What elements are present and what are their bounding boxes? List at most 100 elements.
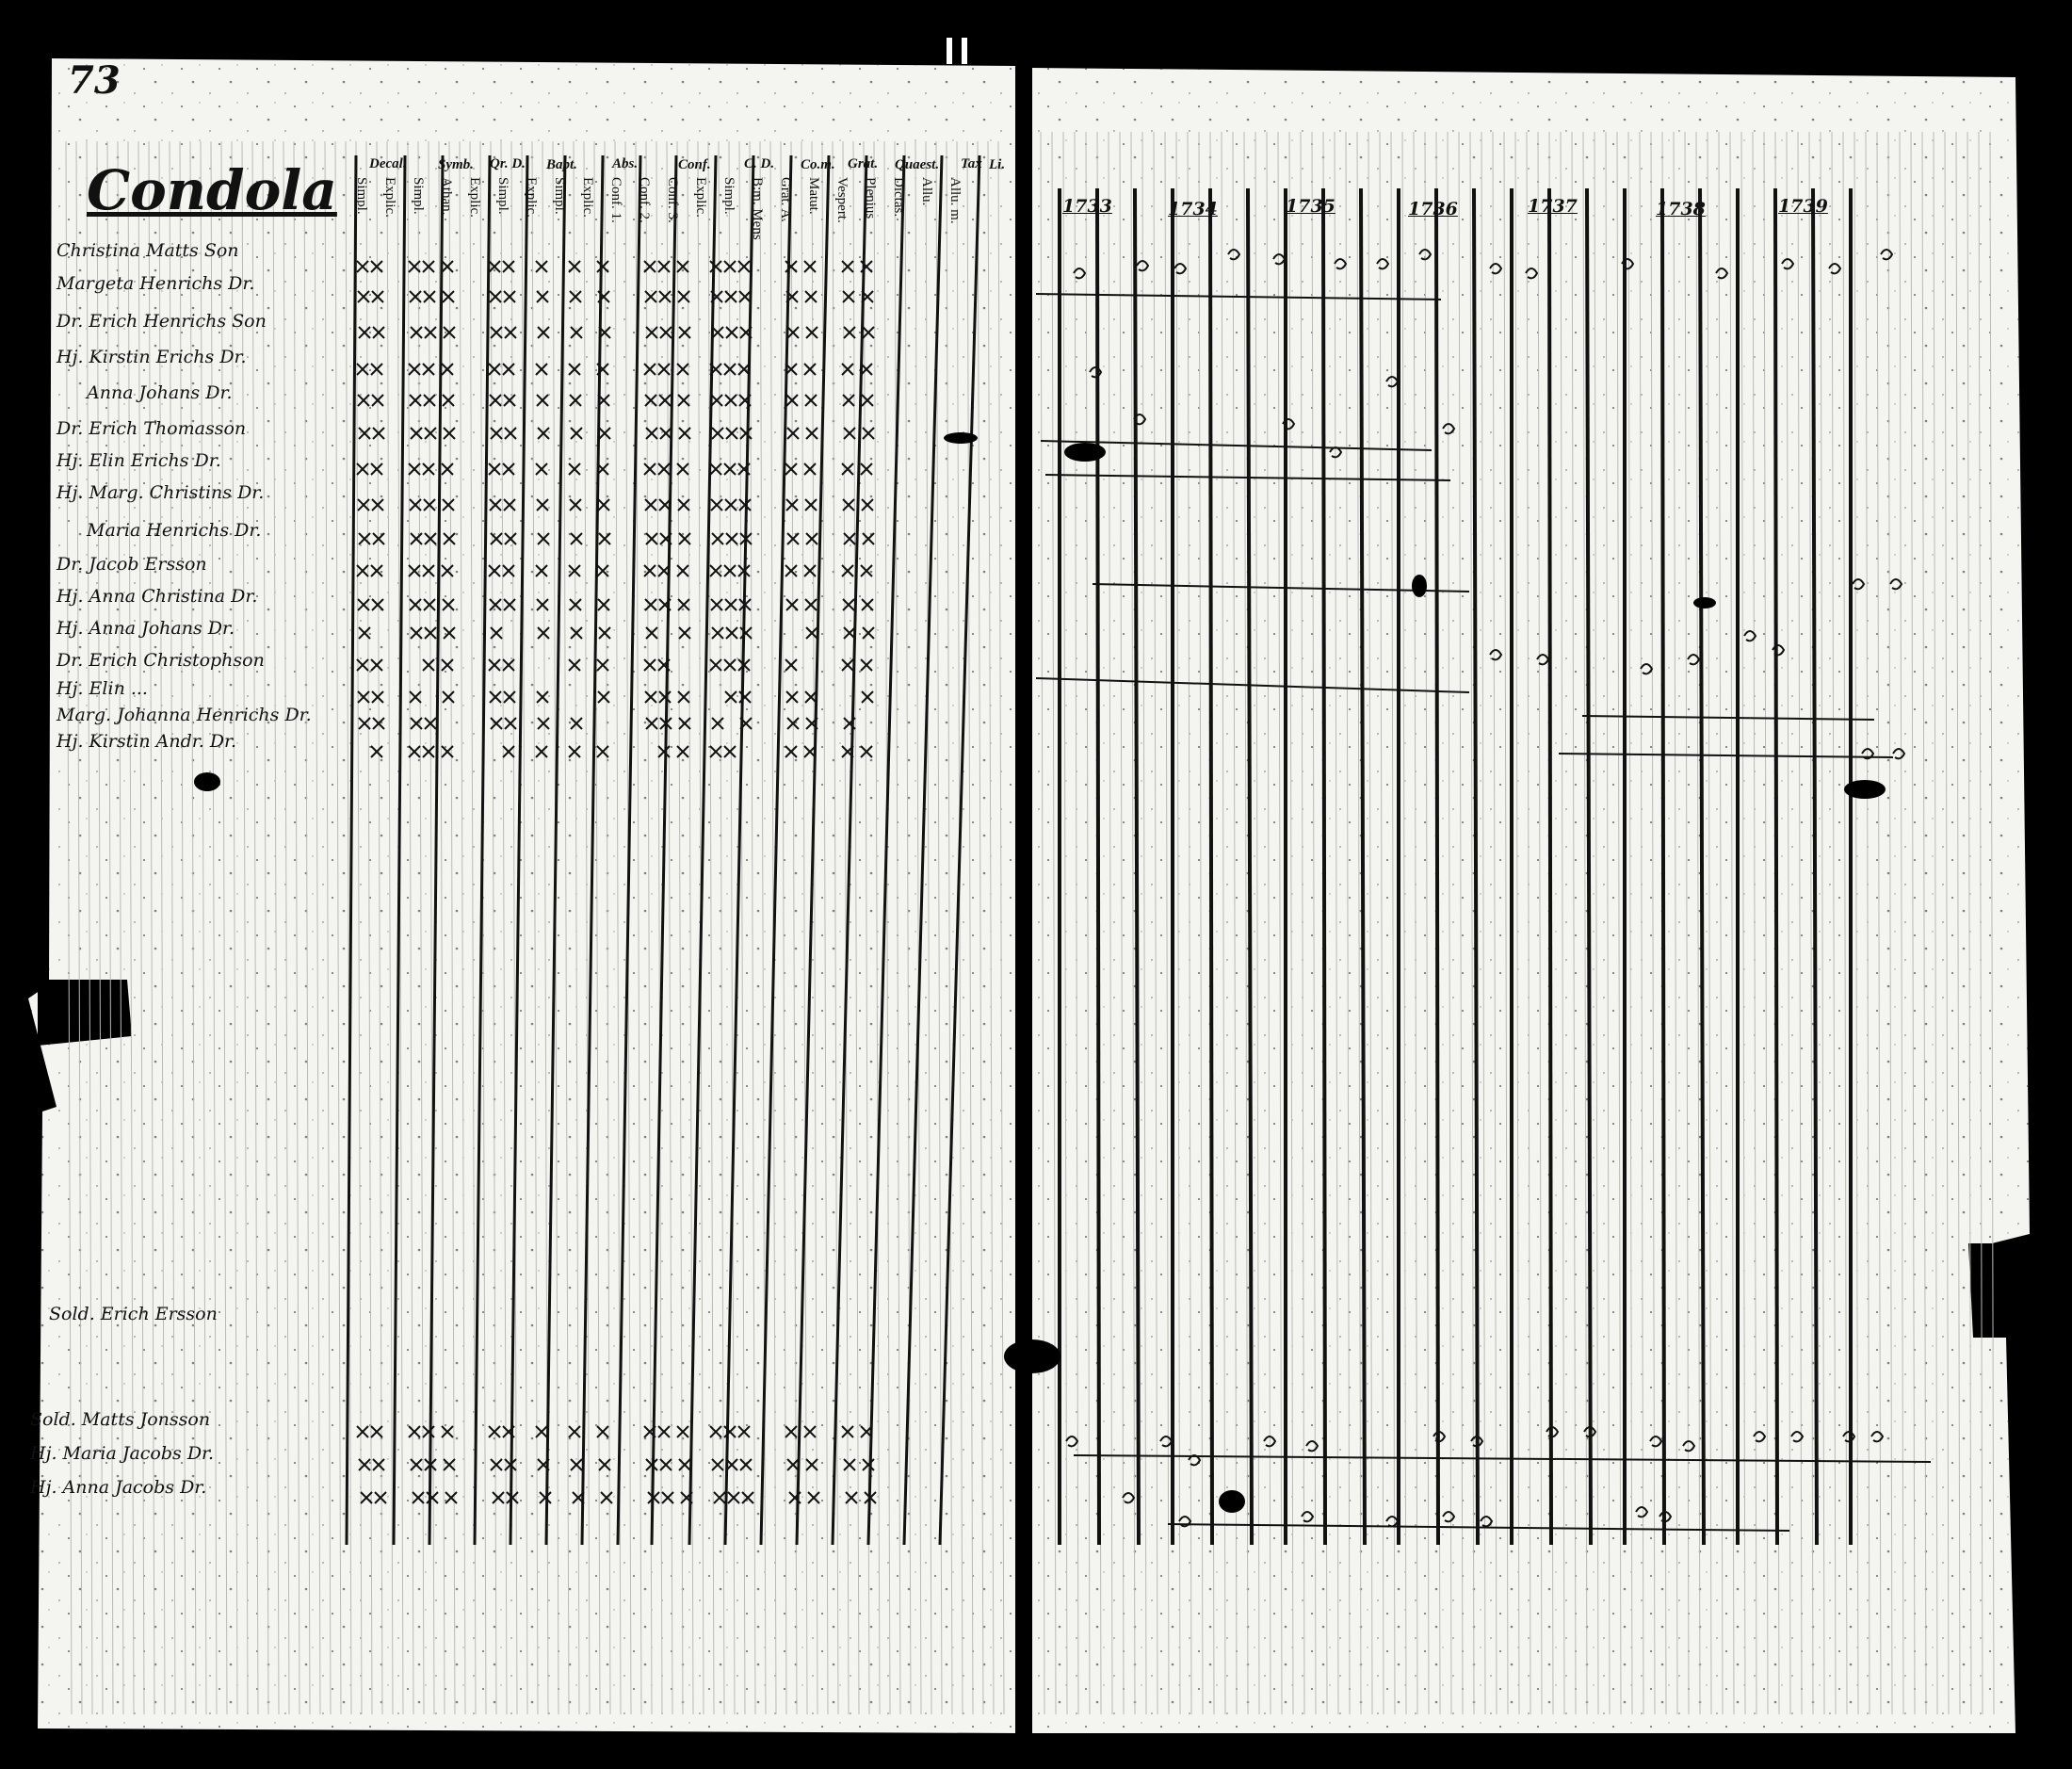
tally-mark [441, 658, 454, 672]
tally-mark [805, 532, 818, 545]
tally-mark [503, 394, 516, 407]
year-notation [1136, 260, 1150, 272]
ruling-line [1379, 131, 1384, 1715]
tally-mark [410, 326, 423, 339]
year-notation [1442, 1511, 1456, 1523]
tally-mark [488, 463, 501, 476]
year-notation [1889, 578, 1903, 591]
ruling-line [738, 140, 746, 1715]
tally-mark [643, 363, 656, 376]
ruling-line [521, 140, 528, 1715]
ruling-line [355, 140, 363, 1715]
tally-mark [422, 363, 435, 376]
tally-mark [598, 1458, 611, 1471]
year-notation [1385, 376, 1400, 388]
tally-mark [739, 532, 753, 545]
column-line [473, 154, 492, 1546]
ruling-line [1288, 131, 1294, 1715]
ruling-line [1424, 131, 1430, 1715]
tally-mark [785, 745, 798, 758]
tally-mark [422, 1425, 435, 1438]
tally-mark [503, 690, 516, 704]
tally-mark [711, 626, 724, 640]
column-line [1773, 187, 1779, 1546]
ruling-line [86, 140, 93, 1715]
column-line [1359, 187, 1367, 1546]
tally-mark [502, 1425, 515, 1438]
column-line [1811, 187, 1819, 1546]
ruling-line [925, 140, 932, 1715]
year-notation [1489, 649, 1503, 661]
tally-mark [739, 626, 753, 640]
tally-mark [370, 260, 383, 273]
tally-mark [356, 658, 369, 672]
tally-mark [862, 326, 875, 339]
tally-mark [568, 363, 581, 376]
year-notation [1301, 1511, 1315, 1523]
ruling-line [1187, 131, 1192, 1715]
tally-mark [568, 745, 581, 758]
tally-mark [785, 394, 799, 407]
tally-mark [356, 564, 369, 577]
column-line [509, 154, 529, 1546]
year-notation [1870, 1431, 1885, 1443]
tally-mark [596, 745, 609, 758]
column-header-top: Li. [989, 157, 1006, 172]
column-line [831, 154, 868, 1546]
ruling-line [283, 140, 290, 1715]
column-line [1472, 187, 1480, 1546]
tally-mark [537, 1458, 550, 1471]
tally-mark [862, 1458, 875, 1471]
tally-mark [503, 290, 516, 303]
left-page-column-lines [345, 154, 981, 1546]
ruling-line [1605, 131, 1611, 1715]
tally-mark [356, 1425, 369, 1438]
year-notation [1649, 1436, 1663, 1448]
ruling-line [1944, 131, 1950, 1715]
column-line [723, 154, 755, 1546]
tally-mark [443, 326, 456, 339]
tally-mark [370, 658, 383, 672]
ruling-line [1492, 131, 1497, 1715]
ruling-line [106, 140, 114, 1715]
tally-mark [659, 427, 672, 440]
tally-mark [804, 498, 817, 511]
ruling-line [1390, 131, 1396, 1715]
tally-mark [737, 363, 751, 376]
tally-mark [569, 598, 582, 611]
year-notation [1640, 663, 1654, 675]
column-line [1660, 187, 1666, 1546]
ruling-line [138, 140, 145, 1715]
tally-mark [536, 498, 549, 511]
tally-mark [861, 498, 874, 511]
year-notation [1583, 1426, 1597, 1438]
tally-mark [841, 463, 854, 476]
tally-mark [676, 260, 689, 273]
tally-mark [360, 1491, 373, 1504]
column-line [580, 154, 605, 1546]
tally-mark [597, 290, 610, 303]
tally-mark [657, 363, 671, 376]
person-name: Hj. Anna Jacobs Dr. [30, 1477, 207, 1498]
tally-mark [709, 260, 722, 273]
column-line [616, 154, 642, 1546]
right-page-ruled-strokes [1035, 293, 1932, 1532]
ruling-line [117, 140, 124, 1715]
ruling-line [1232, 131, 1238, 1715]
tally-mark [422, 463, 435, 476]
tally-mark [710, 394, 723, 407]
ruling-line [1153, 131, 1158, 1715]
tally-mark [645, 626, 658, 640]
tally-mark [443, 427, 456, 440]
year-notation [1089, 366, 1103, 379]
tally-mark [659, 326, 672, 339]
tally-mark [861, 598, 874, 611]
tally-mark [644, 394, 657, 407]
column-header-top: C. D. [744, 156, 775, 171]
tally-mark [643, 1425, 656, 1438]
ruling-line [759, 140, 767, 1715]
tally-mark [539, 1491, 552, 1504]
ruling-line [1786, 131, 1791, 1715]
year-header: 1733 [1062, 196, 1112, 217]
column-line [1547, 187, 1553, 1546]
